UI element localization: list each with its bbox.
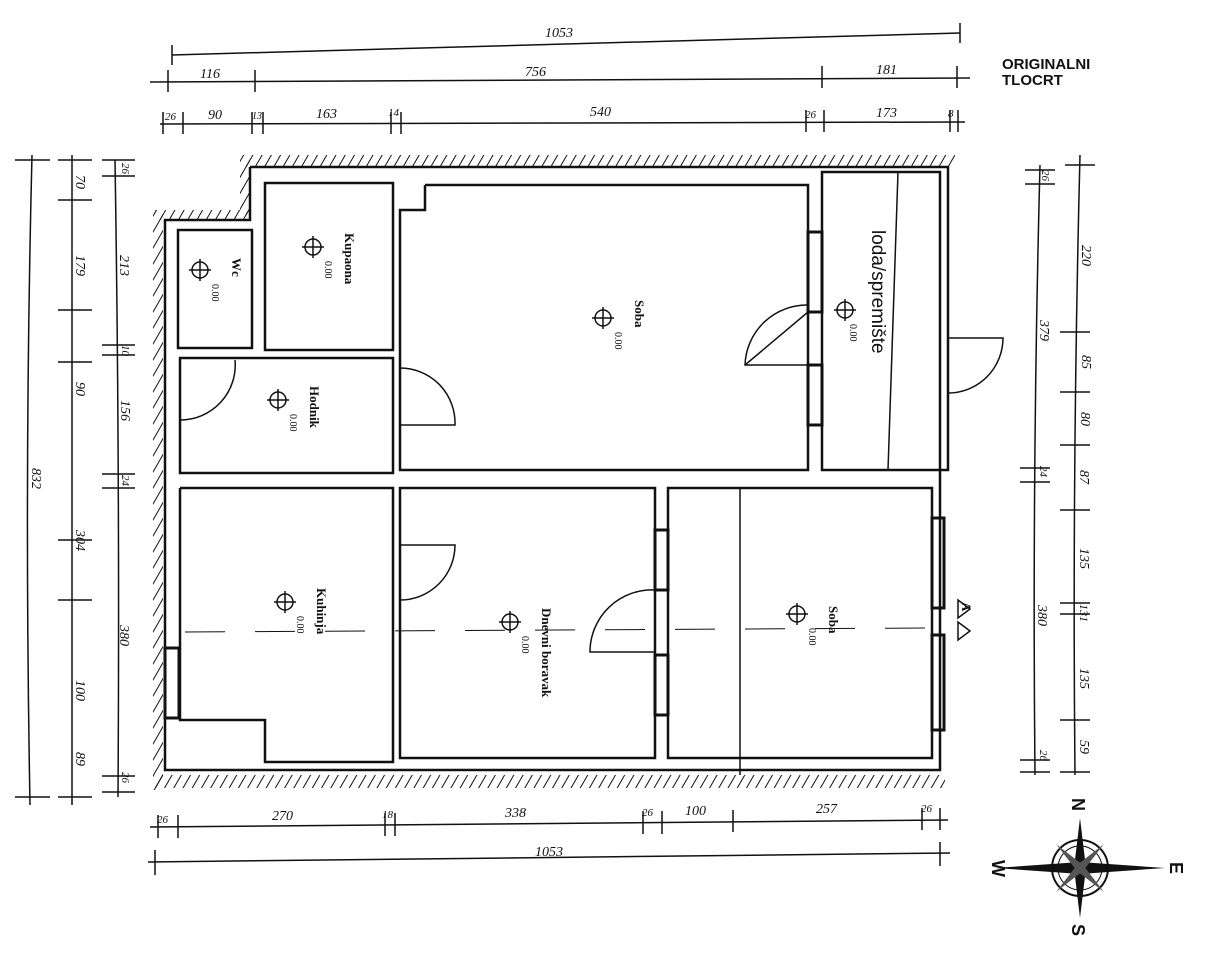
svg-text:Kuhinja: Kuhinja xyxy=(314,588,329,635)
svg-text:24: 24 xyxy=(119,475,131,487)
svg-text:0.00: 0.00 xyxy=(294,616,305,634)
compass-east: E xyxy=(1166,862,1186,874)
svg-text:26: 26 xyxy=(165,111,177,123)
svg-text:14: 14 xyxy=(388,107,400,119)
room-label-soba-2: Soba 0.00 xyxy=(786,603,841,646)
svg-text:1053: 1053 xyxy=(535,845,563,860)
svg-text:540: 540 xyxy=(590,105,611,120)
svg-text:1053: 1053 xyxy=(545,26,573,41)
svg-text:270: 270 xyxy=(272,809,293,824)
svg-text:26: 26 xyxy=(119,163,131,175)
room-label-loda: loda/spremište 0.00 xyxy=(834,230,888,354)
svg-text:26: 26 xyxy=(805,109,817,121)
svg-text:10: 10 xyxy=(119,345,131,357)
svg-text:Wc: Wc xyxy=(229,258,244,277)
compass-west: W xyxy=(988,860,1008,877)
svg-text:100: 100 xyxy=(72,680,87,701)
svg-text:213: 213 xyxy=(116,255,131,276)
svg-text:135: 135 xyxy=(1076,548,1091,569)
svg-text:0.00: 0.00 xyxy=(519,636,530,654)
svg-text:90: 90 xyxy=(208,108,222,123)
svg-text:304: 304 xyxy=(72,529,87,551)
room-label-hodnik: Hodnik 0.00 xyxy=(267,386,322,432)
svg-text:116: 116 xyxy=(200,67,220,82)
svg-text:59: 59 xyxy=(1076,740,1091,754)
title-line-2: TLOCRT xyxy=(1002,72,1063,89)
svg-text:89: 89 xyxy=(72,752,87,766)
svg-text:Dnevni boravak: Dnevni boravak xyxy=(539,608,554,698)
top-dimensions: 1053 116 756 181 26 90 13 163 14 540 26 … xyxy=(149,23,971,134)
svg-text:24: 24 xyxy=(1037,466,1049,478)
svg-text:85: 85 xyxy=(1078,355,1093,369)
svg-text:26: 26 xyxy=(119,772,131,784)
svg-text:163: 163 xyxy=(316,107,337,122)
room-walls xyxy=(163,170,1004,775)
svg-text:0.00: 0.00 xyxy=(209,284,220,302)
svg-text:756: 756 xyxy=(525,65,546,80)
svg-text:220: 220 xyxy=(1078,245,1093,266)
svg-text:Kupaona: Kupaona xyxy=(342,233,357,285)
room-label-dnevni-boravak: Dnevni boravak 0.00 xyxy=(499,608,554,698)
svg-text:70: 70 xyxy=(72,175,87,189)
left-dimensions: 832 70 179 90 304 100 89 26 213 10 156 2… xyxy=(15,154,135,806)
svg-text:90: 90 xyxy=(72,382,87,396)
svg-text:832: 832 xyxy=(28,468,43,489)
title-line-1: ORIGINALNI xyxy=(1002,56,1091,73)
svg-text:181: 181 xyxy=(876,63,897,78)
svg-text:Soba: Soba xyxy=(826,606,841,634)
svg-text:Soba: Soba xyxy=(632,300,647,328)
svg-text:26: 26 xyxy=(921,803,933,815)
svg-text:179: 179 xyxy=(72,255,87,276)
svg-text:A: A xyxy=(959,602,974,612)
svg-text:380: 380 xyxy=(1034,604,1049,626)
svg-text:26: 26 xyxy=(1037,750,1049,762)
exterior-walls xyxy=(153,155,955,790)
svg-text:0.00: 0.00 xyxy=(806,628,817,646)
compass-rose: N S E W xyxy=(988,798,1186,936)
svg-text:80: 80 xyxy=(1077,412,1092,426)
svg-text:257: 257 xyxy=(816,802,838,817)
plan-title: ORIGINALNI TLOCRT xyxy=(1002,57,1090,89)
room-label-kupaona: Kupaona 0.00 xyxy=(302,233,357,285)
svg-text:8: 8 xyxy=(948,108,954,120)
svg-text:0.00: 0.00 xyxy=(322,261,333,279)
room-label-soba-1: Soba 0.00 xyxy=(592,300,647,350)
svg-text:Hodnik: Hodnik xyxy=(307,386,322,429)
svg-text:131: 131 xyxy=(1077,604,1091,622)
svg-text:13: 13 xyxy=(252,111,262,122)
svg-text:135: 135 xyxy=(1076,668,1091,689)
svg-text:380: 380 xyxy=(116,624,131,646)
compass-south: S xyxy=(1068,924,1088,936)
svg-text:18: 18 xyxy=(382,809,394,821)
right-dimensions: 26 379 24 380 26 220 85 80 87 135 131 13… xyxy=(1020,154,1095,776)
svg-text:100: 100 xyxy=(685,804,706,819)
compass-north: N xyxy=(1068,798,1088,811)
section-marker: A xyxy=(957,598,974,642)
svg-text:26: 26 xyxy=(1039,170,1051,182)
svg-text:156: 156 xyxy=(117,400,132,421)
svg-text:26: 26 xyxy=(157,814,169,826)
bottom-dimensions: 26 270 18 338 26 100 257 26 1053 xyxy=(147,802,951,875)
room-label-wc: Wc 0.00 xyxy=(189,258,244,302)
svg-text:0.00: 0.00 xyxy=(287,414,298,432)
svg-text:173: 173 xyxy=(876,106,897,121)
svg-text:0.00: 0.00 xyxy=(612,332,623,350)
svg-text:379: 379 xyxy=(1036,319,1051,341)
svg-text:26: 26 xyxy=(642,807,654,819)
svg-text:loda/spremište: loda/spremište xyxy=(867,230,888,354)
room-label-kuhinja: Kuhinja 0.00 xyxy=(274,588,329,635)
svg-text:87: 87 xyxy=(1076,470,1091,485)
svg-text:0.00: 0.00 xyxy=(847,324,858,342)
svg-text:338: 338 xyxy=(504,806,526,821)
